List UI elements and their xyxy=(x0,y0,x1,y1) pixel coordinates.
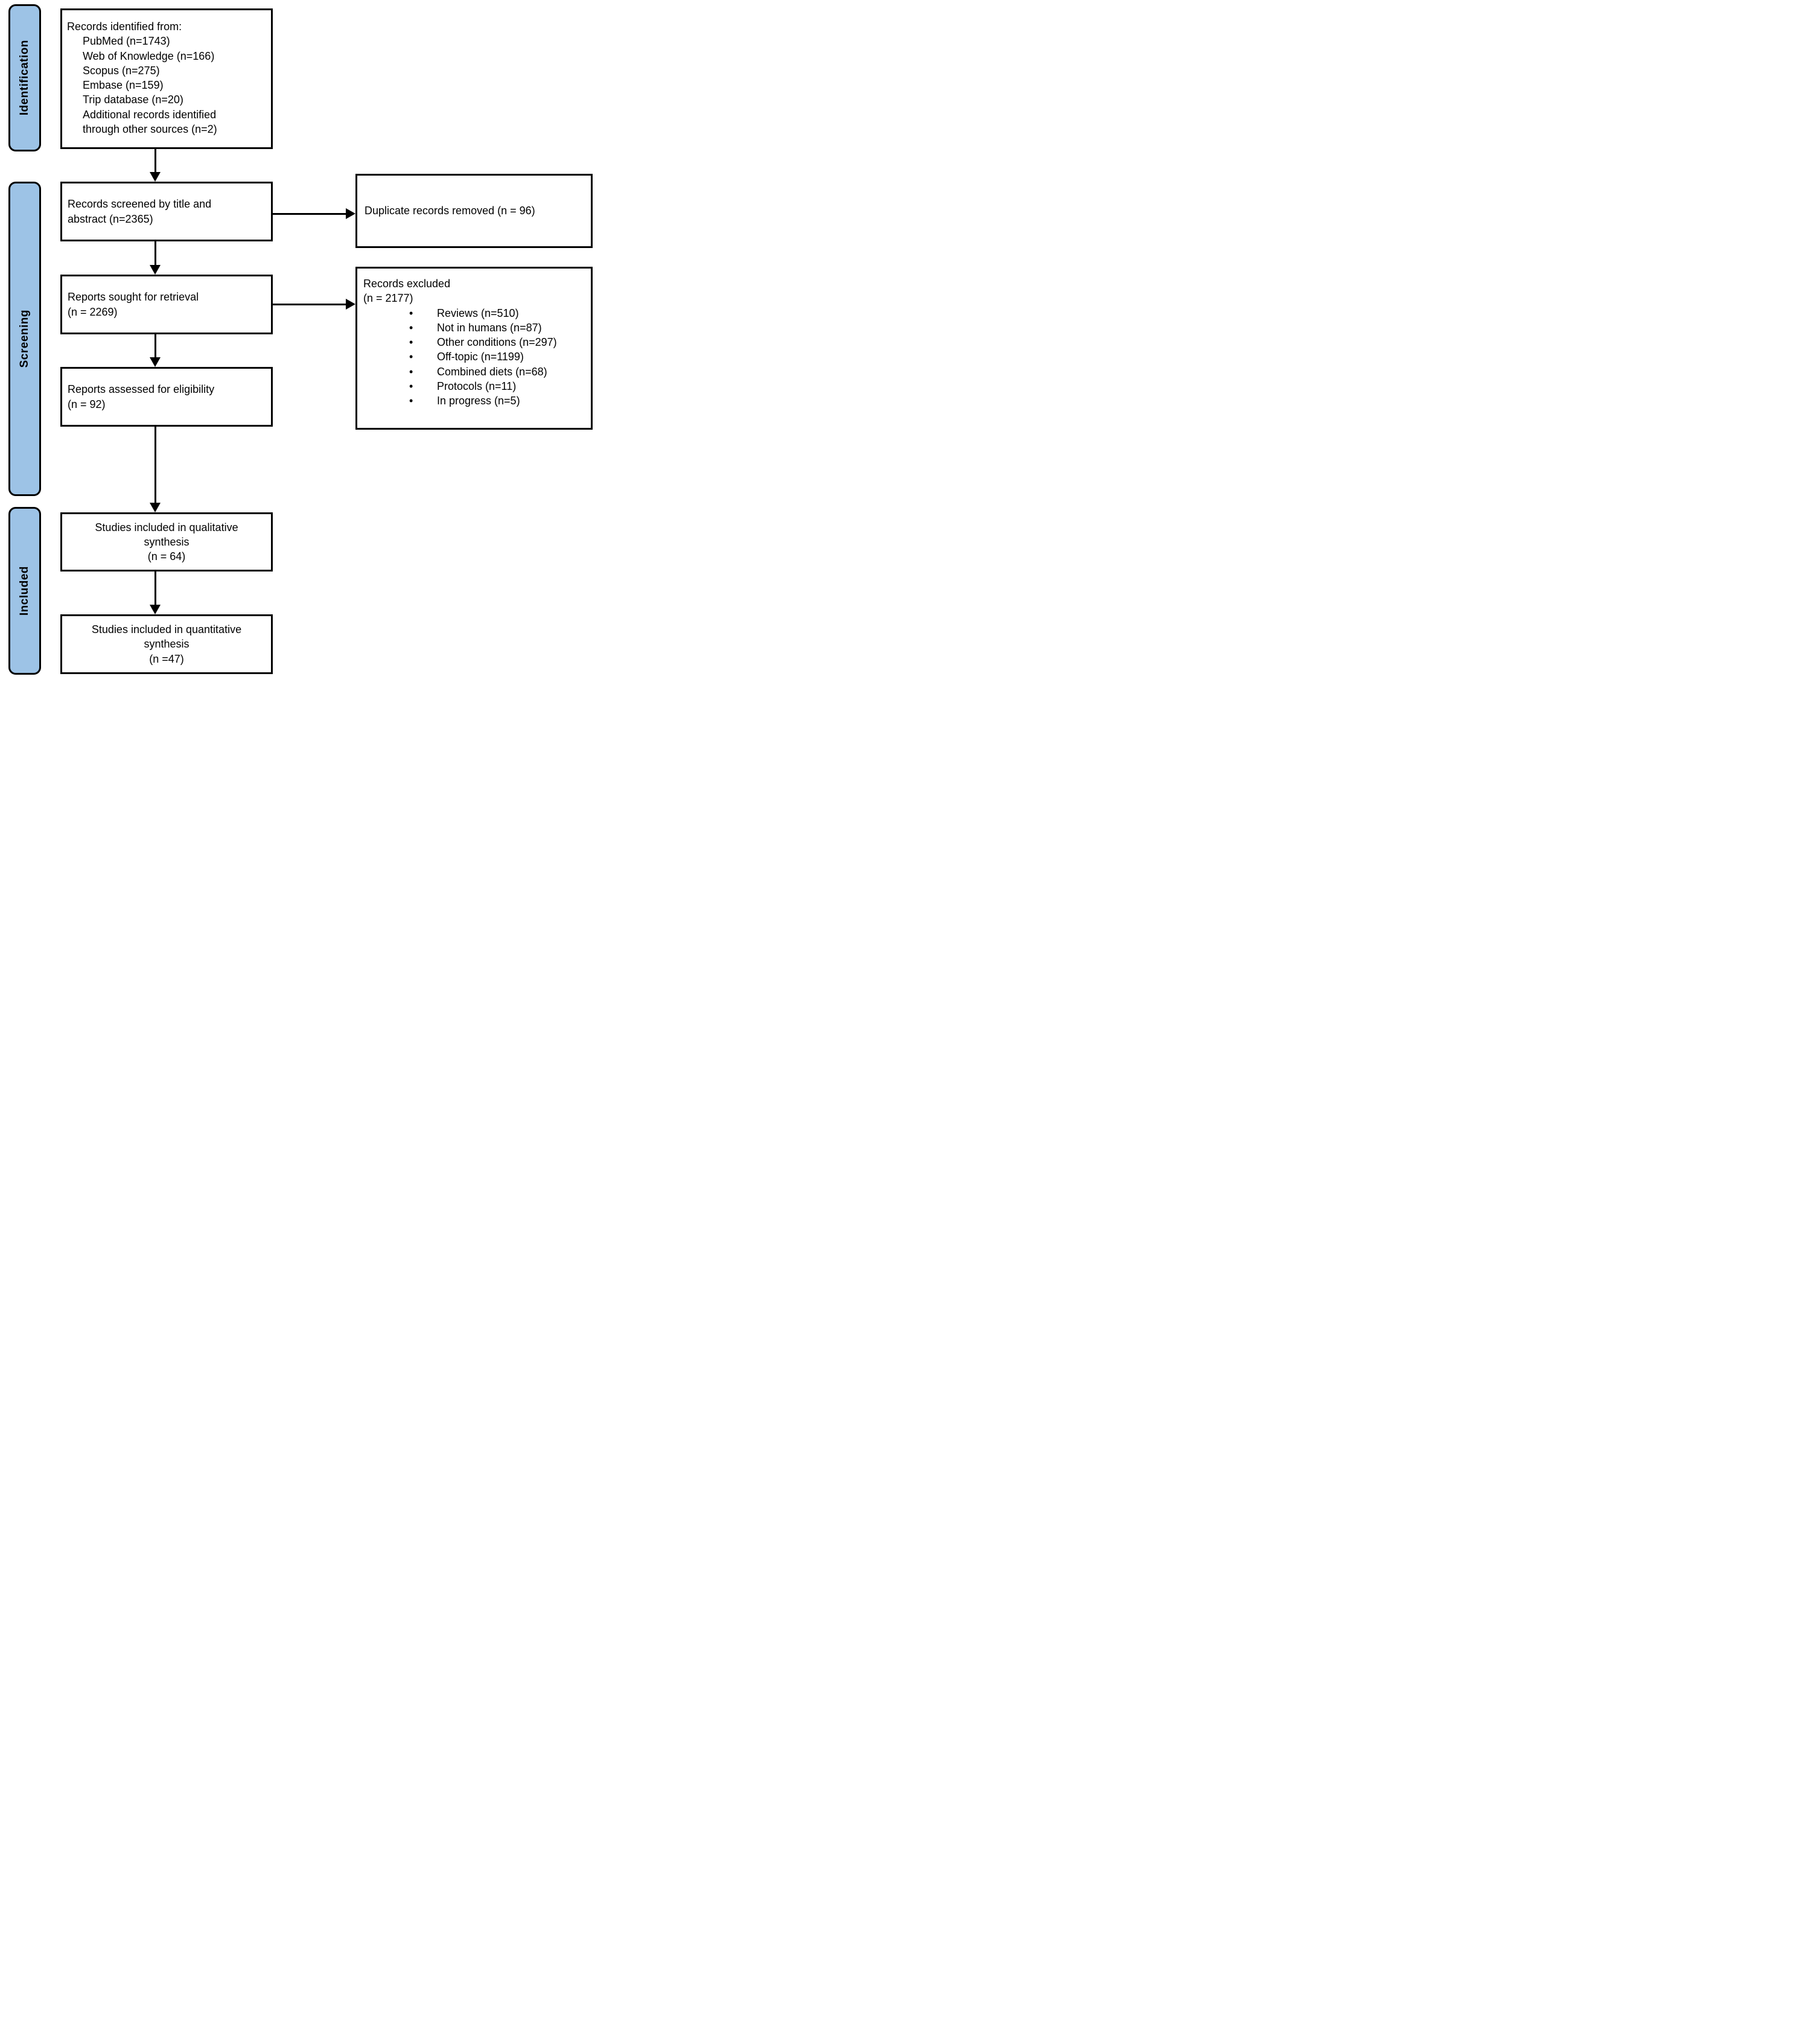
quantitative-line2: synthesis xyxy=(144,638,189,651)
box-duplicates-removed: Duplicate records removed (n = 96) xyxy=(355,174,593,248)
reports-assessed-line1: Reports assessed for eligibility xyxy=(68,383,215,396)
bullet-icon: • xyxy=(409,351,413,363)
arrowhead-right-icon xyxy=(346,208,355,219)
excluded-reason-combined-diets: • Combined diets (n=68) xyxy=(363,365,588,379)
arrowhead-down-icon xyxy=(150,357,161,367)
bullet-icon: • xyxy=(409,380,413,393)
stage-band-screening: Screening xyxy=(8,182,41,496)
excluded-reason-reviews: • Reviews (n=510) xyxy=(363,306,588,320)
records-identified-title: Records identified from: xyxy=(67,21,182,33)
excluded-reason-other-conditions: • Other conditions (n=297) xyxy=(363,335,588,349)
excluded-reason-protocols: • Protocols (n=11) xyxy=(363,379,588,393)
qualitative-line1: Studies included in qualitative xyxy=(95,521,238,533)
bullet-icon: • xyxy=(409,365,413,378)
arrowhead-down-icon xyxy=(150,503,161,512)
records-excluded-line2: (n = 2177) xyxy=(363,292,413,305)
quantitative-line1: Studies included in quantitative xyxy=(91,623,242,636)
source-embase: Embase (n=159) xyxy=(83,79,164,92)
arrow-screened-to-duplicates xyxy=(273,208,355,219)
duplicates-removed-text: Duplicate records removed (n = 96) xyxy=(365,205,535,217)
arrowhead-down-icon xyxy=(150,605,161,614)
arrow-identified-to-screened xyxy=(150,149,161,182)
arrow-qualitative-to-quantitative xyxy=(150,571,161,614)
qualitative-line3: (n = 64) xyxy=(147,550,186,563)
excluded-reason-not-in-humans: • Not in humans (n=87) xyxy=(363,320,588,335)
box-records-screened: Records screened by title and abstract (… xyxy=(60,182,273,241)
prisma-flow-diagram: { "diagram": { "stages": { "identificati… xyxy=(0,0,599,681)
box-records-identified: Records identified from: PubMed (n=1743)… xyxy=(60,8,273,149)
bullet-icon: • xyxy=(409,395,413,407)
qualitative-line2: synthesis xyxy=(144,535,189,548)
source-additional-line2: through other sources (n=2) xyxy=(83,123,217,136)
reports-sought-line2: (n = 2269) xyxy=(68,305,118,318)
arrowhead-right-icon xyxy=(346,299,355,310)
stage-label-screening: Screening xyxy=(18,310,31,368)
stage-label-identification: Identification xyxy=(18,40,31,116)
box-reports-assessed: Reports assessed for eligibility (n = 92… xyxy=(60,367,273,427)
source-additional-line1: Additional records identified xyxy=(83,108,217,121)
source-scopus: Scopus (n=275) xyxy=(83,64,160,77)
bullet-icon: • xyxy=(409,307,413,319)
arrow-screened-to-sought xyxy=(150,241,161,275)
arrow-sought-to-excluded xyxy=(273,299,355,310)
box-reports-sought: Reports sought for retrieval (n = 2269) xyxy=(60,275,273,334)
records-excluded-line1: Records excluded xyxy=(363,278,451,290)
records-screened-line2: abstract (n=2365) xyxy=(68,212,153,225)
arrowhead-down-icon xyxy=(150,172,161,182)
bullet-icon: • xyxy=(409,336,413,349)
records-screened-line1: Records screened by title and xyxy=(68,198,212,211)
arrow-sought-to-assessed xyxy=(150,334,161,367)
box-quantitative-synthesis: Studies included in quantitative synthes… xyxy=(60,614,273,674)
arrowhead-down-icon xyxy=(150,265,161,275)
reports-sought-line1: Reports sought for retrieval xyxy=(68,291,199,304)
arrow-assessed-to-qualitative xyxy=(150,427,161,512)
excluded-reason-in-progress: • In progress (n=5) xyxy=(363,393,588,408)
source-web-of-knowledge: Web of Knowledge (n=166) xyxy=(83,49,215,62)
source-pubmed: PubMed (n=1743) xyxy=(83,35,170,48)
stage-label-included: Included xyxy=(18,565,31,616)
source-trip-database: Trip database (n=20) xyxy=(83,94,183,106)
reports-assessed-line2: (n = 92) xyxy=(68,398,106,410)
stage-band-identification: Identification xyxy=(8,4,41,151)
bullet-icon: • xyxy=(409,321,413,334)
box-qualitative-synthesis: Studies included in qualitative synthesi… xyxy=(60,512,273,571)
stage-band-included: Included xyxy=(8,507,41,675)
quantitative-line3: (n =47) xyxy=(149,652,184,665)
box-records-excluded: Records excluded (n = 2177) • Reviews (n… xyxy=(355,267,593,430)
excluded-reason-off-topic: • Off-topic (n=1199) xyxy=(363,349,588,364)
